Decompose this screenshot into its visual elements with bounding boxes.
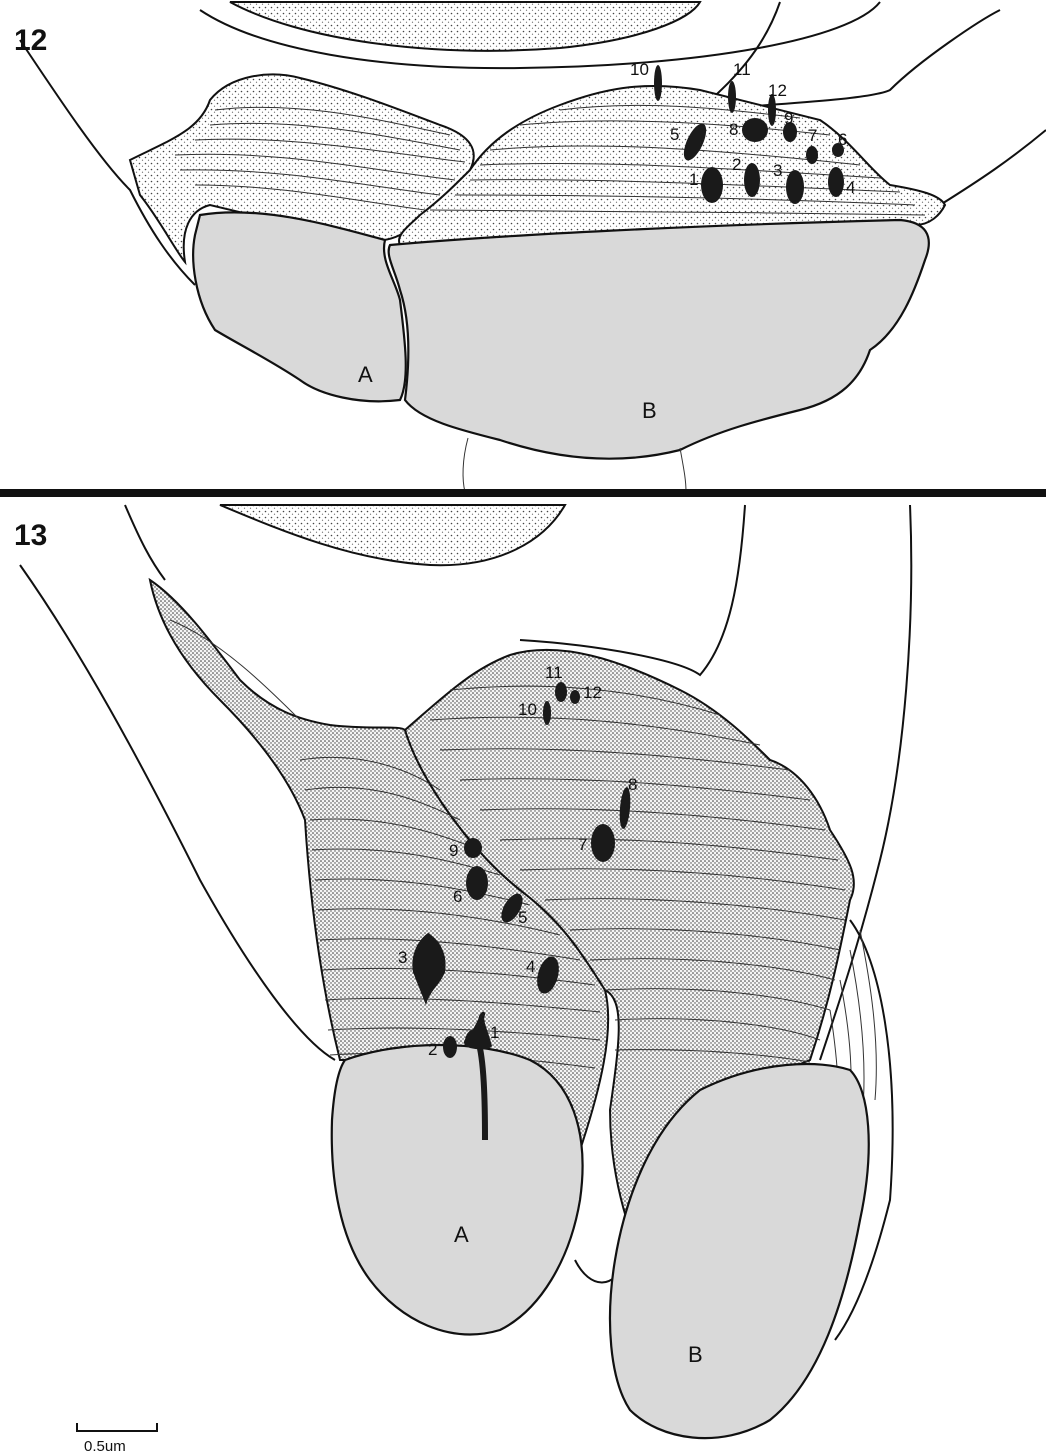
panel-13-left-outline-2: [125, 505, 165, 580]
panel-13-mark-2: 2: [428, 1040, 437, 1059]
scale-bar-line: [77, 1423, 157, 1431]
panel-12-mark-5: 5: [670, 125, 679, 144]
panel-13-mark-7: 7: [578, 835, 587, 854]
panel-12-cell-b: [389, 220, 929, 459]
panel-13-spot-12: [570, 690, 580, 704]
panel-13-cell-a-label: A: [454, 1222, 469, 1247]
panel-12-cell-a-label: A: [358, 362, 373, 387]
panel-13-spot-7: [591, 824, 615, 862]
panel-13-top-structure: [220, 505, 565, 565]
panel-13-mark-4: 4: [526, 957, 535, 976]
panel-13-spot-9: [464, 838, 482, 858]
panel-13-spot-10: [543, 701, 551, 725]
panel-12-stalk: [463, 438, 468, 492]
panel-12-mark-7: 7: [808, 126, 817, 145]
panel-12-spot-11: [728, 81, 736, 113]
panel-12-spot-4: [828, 167, 844, 197]
panel-12: 12 A B: [14, 2, 1046, 492]
panel-12-mark-4: 4: [846, 178, 855, 197]
panel-13-mark-12: 12: [583, 683, 602, 702]
panel-12-mark-9: 9: [784, 109, 793, 128]
panel-12-cell-a: [193, 212, 406, 401]
panel-13: 13: [14, 505, 911, 1438]
panel-13-mark-5: 5: [518, 908, 527, 927]
panel-12-top-structure: [230, 2, 700, 51]
panel-12-mark-12: 12: [768, 81, 787, 100]
panel-13-spot-11: [555, 682, 567, 702]
panel-12-spot-2: [744, 163, 760, 197]
scale-bar-label: 0.5um: [84, 1438, 126, 1455]
panel-12-right-outline: [700, 2, 1000, 110]
panel-12-spot-7: [806, 146, 818, 164]
panel-divider: [0, 489, 1046, 497]
panel-12-mark-10: 10: [630, 60, 649, 79]
panel-12-right-outline-2: [940, 130, 1046, 205]
panel-12-mark-6: 6: [838, 130, 847, 149]
panel-12-mark-2: 2: [732, 155, 741, 174]
panel-13-cell-b-label: B: [688, 1342, 703, 1367]
panel-13-mark-10: 10: [518, 700, 537, 719]
panel-12-spot-8: [742, 118, 768, 142]
panel-13-mark-11: 11: [545, 663, 563, 682]
panel-12-number: 12: [14, 24, 47, 57]
panel-12-mark-11: 11: [733, 60, 751, 79]
panel-12-mark-1: 1: [689, 170, 698, 189]
panel-13-mark-8: 8: [628, 775, 637, 794]
panel-12-mark-3: 3: [773, 161, 782, 180]
scale-bar: 0.5um: [77, 1423, 157, 1455]
panel-12-stalk-2: [680, 448, 686, 492]
panel-13-mark-3: 3: [398, 948, 407, 967]
panel-13-mark-6: 6: [453, 887, 462, 906]
panel-13-spot-6: [466, 866, 488, 900]
panel-12-spot-3: [786, 170, 804, 204]
panel-13-cell-a: [332, 1045, 583, 1334]
panel-12-spot-1: [701, 167, 723, 203]
panel-13-mark-9: 9: [449, 841, 458, 860]
panel-12-spot-10: [654, 65, 662, 101]
panel-13-number: 13: [14, 519, 47, 552]
panel-12-mark-8: 8: [729, 120, 738, 139]
panel-13-spot-2: [443, 1036, 457, 1058]
panel-12-cell-b-label: B: [642, 398, 657, 423]
panel-13-mark-1: 1: [490, 1023, 499, 1042]
